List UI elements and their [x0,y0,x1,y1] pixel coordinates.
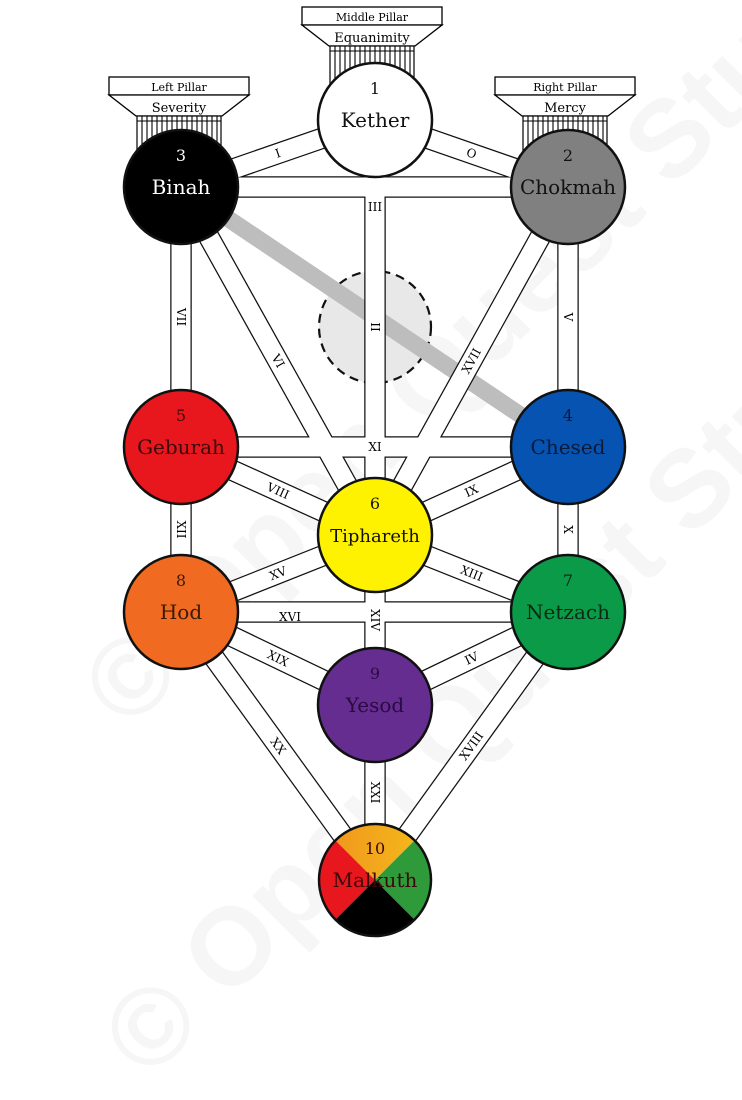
sephira-name: Kether [341,108,410,132]
path-label: X [561,525,575,534]
pillar-quality: Equanimity [334,31,410,46]
sephira-circle [509,128,627,246]
sephira-name: Hod [160,600,202,624]
path-label: XII [174,520,188,538]
pillar-title: Right Pillar [533,81,597,94]
sephira-name: Chokmah [520,175,616,199]
pillar-title: Left Pillar [151,81,207,94]
malkuth-quadrant-top [319,824,431,880]
sephira-number: 3 [176,146,186,165]
path-label: V [561,312,575,322]
path-label: XV [267,564,288,583]
sephira-number: 5 [176,406,186,425]
path-vi [172,182,384,540]
sephira-number: 6 [370,494,380,513]
path-label: IX [463,482,481,500]
malkuth-quadrant-bottom [319,880,431,936]
sephira-circle [509,388,627,506]
sephira-name: Binah [152,175,211,199]
path-label: I [273,146,282,161]
sephira-circle [122,388,240,506]
malkuth-quadrant-right [375,824,431,936]
sephira-name: Netzach [526,600,610,624]
sephira-number: 8 [176,571,186,590]
path-label: III [368,200,382,214]
sephira-name: Tiphareth [330,526,420,547]
path-label: XXI [368,782,382,804]
sephira-name: Geburah [137,435,225,459]
pillar-capital [107,94,251,117]
sephira-circle [316,61,434,179]
pillar-title: Middle Pillar [336,11,409,24]
pillar-quality: Severity [152,101,207,116]
sephira-name: Yesod [345,693,405,717]
pillar-capital [493,94,637,117]
pillar-capital [300,24,444,47]
sephira-circle [122,128,240,246]
path-label: XVI [279,610,301,624]
path-xvii [366,182,577,540]
malkuth-quadrant-left [319,824,375,936]
sephira-circle [316,476,434,594]
sephira-circle [317,822,433,938]
path-label: XIV [368,609,382,631]
sephira-number: 9 [370,664,380,683]
sephira-circle [122,553,240,671]
path-label: XI [368,440,382,454]
pillar-quality: Mercy [544,101,586,116]
path-label: VII [174,307,188,326]
sephira-circle [316,646,434,764]
sephira-circle [509,553,627,671]
sephira-name: Malkuth [333,868,418,892]
sephira-name: Chesed [531,435,606,459]
path-label: VI [268,351,287,371]
path-label: II [368,322,382,332]
sephira-number: 4 [563,406,573,425]
path-label: IV [462,649,480,668]
sephira-number: 2 [563,146,573,165]
sephira-number: 1 [370,79,380,98]
sephira-number: 10 [365,839,385,858]
sephira-number: 7 [563,571,573,590]
path-label: O [465,145,479,162]
